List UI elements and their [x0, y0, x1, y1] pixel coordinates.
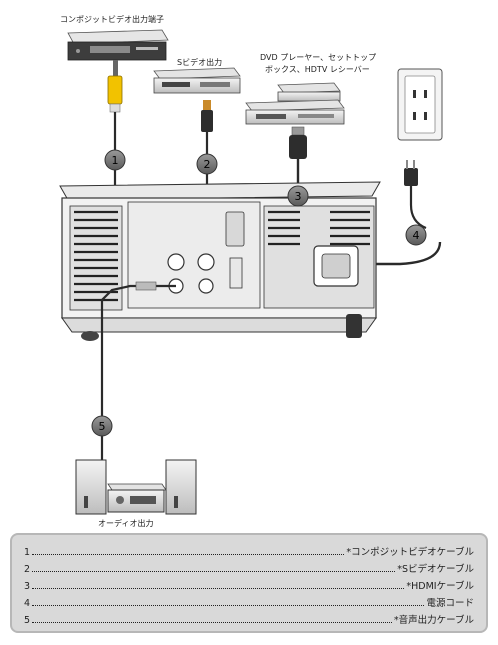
cable-legend: 1 *コンポジットビデオケーブル 2 *Sビデオケーブル 3 *HDMIケーブル…	[10, 533, 488, 633]
legend-label-5: *音声出力ケーブル	[393, 615, 474, 626]
callout-2-badge: 2	[196, 153, 218, 175]
legend-number-5: 5	[24, 615, 31, 626]
legend-number-2: 2	[24, 564, 31, 575]
legend-label-4: 電源コード	[426, 598, 474, 609]
audio-out-cable	[100, 281, 176, 460]
legend-label-1: *コンポジットビデオケーブル	[346, 547, 474, 558]
legend-row-3: 3 *HDMIケーブル	[24, 579, 474, 592]
dvd-player-label-line1: DVD プレーヤー、セットトップ	[260, 53, 377, 62]
legend-row-5: 5 *音声出力ケーブル	[24, 613, 474, 626]
wall-outlet-icon	[397, 68, 443, 141]
callout-3-badge: 3	[287, 185, 309, 207]
callout-1-badge: 1	[104, 149, 126, 171]
callout-3-label: 3	[295, 190, 302, 203]
legend-label-3: *HDMIケーブル	[406, 581, 474, 592]
legend-number-4: 4	[24, 598, 31, 609]
callout-4-badge: 4	[405, 224, 427, 246]
projector-rear-icon	[59, 181, 381, 341]
vcr-device-icon	[67, 29, 169, 61]
legend-number-3: 3	[24, 581, 31, 592]
audio-output-label: オーディオ出力	[98, 519, 154, 528]
callout-2-label: 2	[204, 158, 211, 171]
dvd-player-device-icon	[245, 82, 345, 125]
s-video-output-label: Sビデオ出力	[177, 58, 223, 67]
dvd-player-label-line2: ボックス、HDTV レシーバー	[265, 65, 370, 74]
legend-number-1: 1	[24, 547, 31, 558]
s-video-device-icon	[153, 67, 241, 94]
callout-5-badge: 5	[91, 415, 113, 437]
callout-5-label: 5	[99, 420, 106, 433]
legend-row-2: 2 *Sビデオケーブル	[24, 562, 474, 575]
callout-1-label: 1	[112, 154, 119, 167]
legend-row-4: 4 電源コード	[24, 596, 474, 609]
legend-label-2: *Sビデオケーブル	[397, 564, 474, 575]
speaker-system-icon	[75, 459, 197, 515]
composite-output-label: コンポジットビデオ出力端子	[60, 15, 164, 24]
legend-row-1: 1 *コンポジットビデオケーブル	[24, 545, 474, 558]
callout-4-label: 4	[413, 229, 420, 242]
